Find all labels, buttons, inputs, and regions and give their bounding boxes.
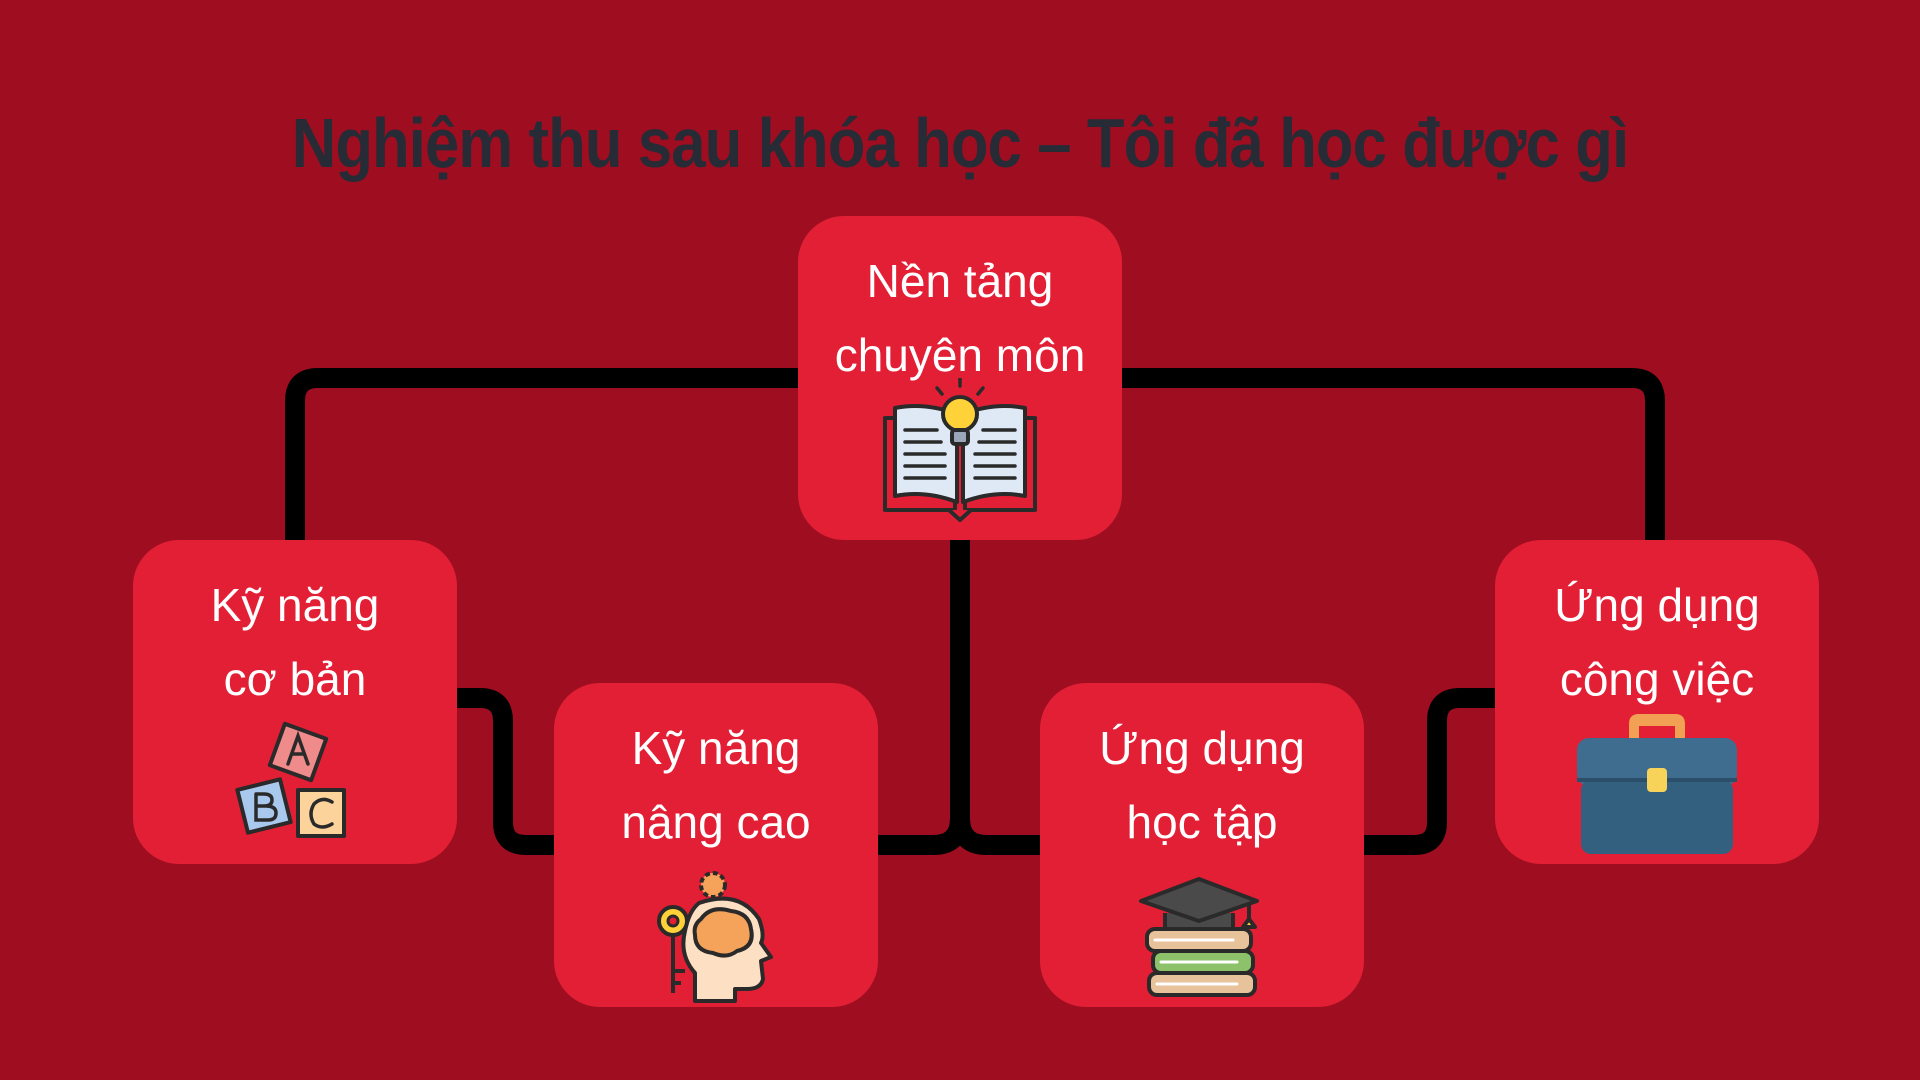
node-study-application: Ứng dụng học tập (1040, 683, 1364, 1007)
brain-key-gears-icon (651, 867, 781, 1008)
node-foundation: Nền tảng chuyên môn (798, 216, 1122, 540)
node-work-application: Ứng dụng công việc (1495, 540, 1819, 864)
page-title: Nghiệm thu sau khóa học – Tôi đã học đượ… (291, 104, 1629, 182)
edge-foundation-work-application (1110, 368, 1665, 552)
graduation-cap-books-icon (1137, 873, 1267, 1006)
edge-foundation-advanced-skills (868, 528, 970, 855)
edge-foundation-study-application (950, 808, 1051, 855)
node-work-application-label: Ứng dụng công việc (1554, 579, 1760, 705)
node-basic-skills: Kỹ năng cơ bản (133, 540, 457, 864)
node-advanced-skills: Kỹ năng nâng cao (554, 683, 878, 1007)
edge-work-study (1352, 688, 1506, 855)
node-basic-skills-label: Kỹ năng cơ bản (210, 579, 380, 705)
abc-blocks-icon (230, 720, 360, 853)
node-study-application-label: Ứng dụng học tập (1099, 722, 1305, 848)
node-foundation-label: Nền tảng chuyên môn (834, 255, 1086, 381)
node-advanced-skills-label: Kỹ năng nâng cao (621, 722, 811, 848)
edge-basic-advanced (447, 688, 566, 855)
briefcase-icon (1569, 710, 1745, 865)
open-book-lightbulb-icon (875, 376, 1045, 533)
edge-foundation-basic-skills (285, 368, 810, 552)
